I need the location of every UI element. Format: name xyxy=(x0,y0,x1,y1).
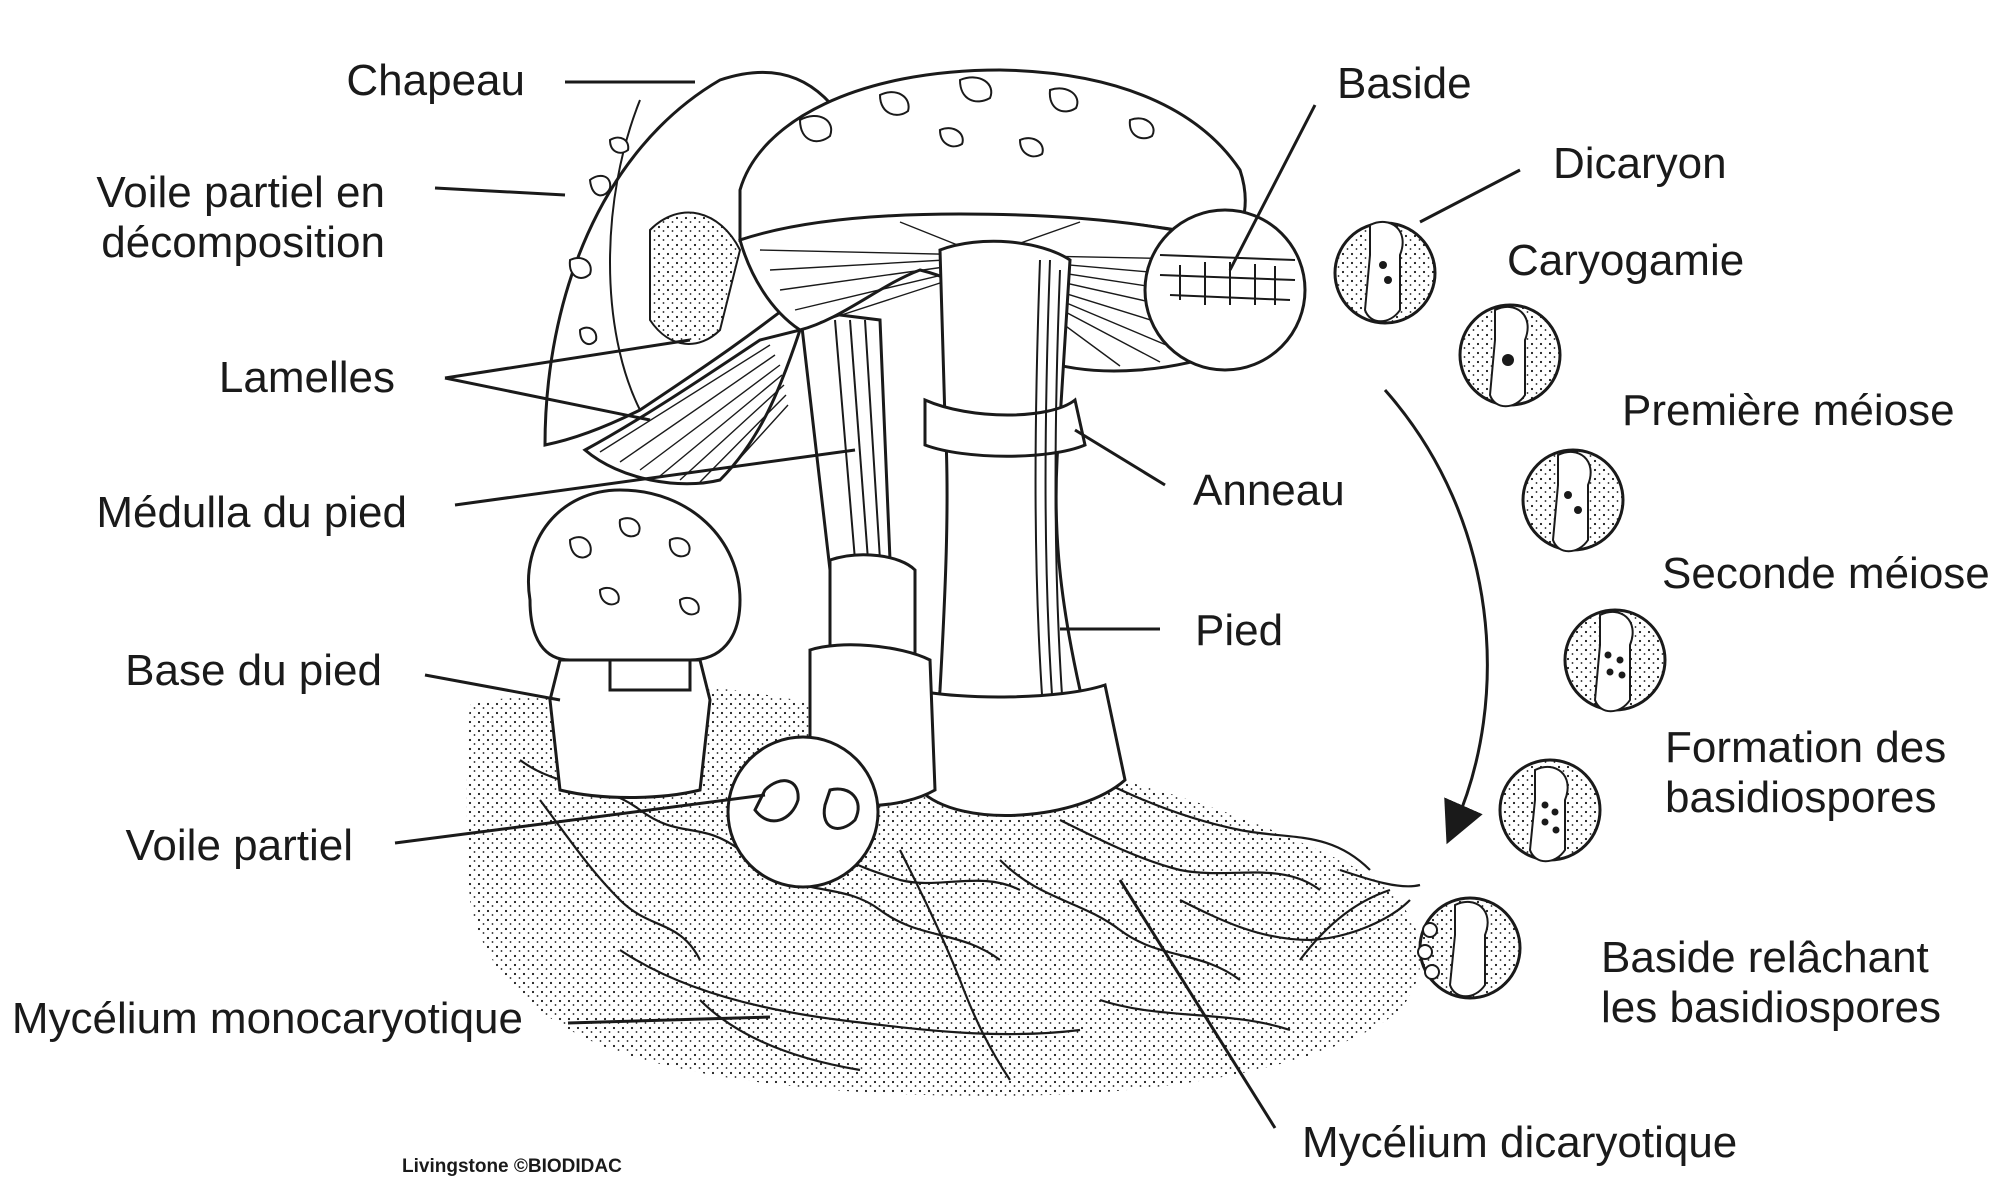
credit: Livingstone ©BIODIDAC xyxy=(402,1156,622,1177)
label-anneau: Anneau xyxy=(1193,466,1345,515)
left-gills xyxy=(599,344,789,483)
leader-lines xyxy=(394,80,1521,1129)
leader-dicaryon xyxy=(1419,168,1521,224)
label-voile-decomp-2: décomposition xyxy=(101,218,385,267)
leader-voile-decomp xyxy=(434,186,566,197)
leader-baside xyxy=(1228,104,1317,271)
label-mycelium-mono: Mycélium monocaryotique xyxy=(12,994,523,1043)
label-formation-2: basidiospores xyxy=(1665,773,1937,822)
label-lamelles: Lamelles xyxy=(219,353,395,402)
cell-premiere-meiose xyxy=(1521,448,1625,553)
partial-veil-inset xyxy=(726,735,880,889)
label-dicaryon: Dicaryon xyxy=(1553,139,1727,188)
label-baside: Baside xyxy=(1337,59,1472,108)
basidium-inset xyxy=(1143,208,1307,372)
cell-seconde-meiose xyxy=(1563,608,1667,713)
label-relachant-2: les basidiospores xyxy=(1601,983,1941,1032)
cell-dicaryon xyxy=(1333,220,1437,325)
cell-caryogamie xyxy=(1458,303,1562,408)
leader-lamelles-a xyxy=(444,338,691,380)
label-mycelium-di: Mycélium dicaryotique xyxy=(1302,1118,1737,1167)
label-voile-partiel: Voile partiel xyxy=(126,821,353,870)
label-premiere-meiose: Première méiose xyxy=(1622,386,1955,435)
labels: Chapeau Voile partiel en décomposition L… xyxy=(12,56,1990,1177)
label-chapeau: Chapeau xyxy=(346,56,525,105)
label-base-pied: Base du pied xyxy=(125,646,382,695)
leader-lamelles-b xyxy=(444,376,651,422)
label-relachant-1: Baside relâchant xyxy=(1601,933,1929,982)
leader-voile-partiel xyxy=(394,793,766,845)
young-button-mushroom xyxy=(527,488,742,799)
label-pied: Pied xyxy=(1195,606,1283,655)
cell-formation-basidiospores xyxy=(1498,758,1602,863)
leader-medulla xyxy=(454,448,856,507)
soil xyxy=(466,687,1421,1096)
label-medulla: Médulla du pied xyxy=(96,488,407,537)
label-seconde-meiose: Seconde méiose xyxy=(1662,549,1990,598)
cell-baside-relachant xyxy=(1417,896,1522,1000)
leader-mycelium-di xyxy=(1118,879,1277,1129)
leader-base-pied xyxy=(424,673,561,702)
leader-anneau xyxy=(1074,428,1166,487)
label-voile-decomp-1: Voile partiel en xyxy=(96,168,385,217)
leader-mycelium-mono xyxy=(567,1015,771,1025)
label-caryogamie: Caryogamie xyxy=(1507,236,1744,285)
cycle-arrow xyxy=(1383,389,1489,845)
mature-mushroom-main xyxy=(738,68,1253,817)
label-formation-1: Formation des xyxy=(1665,723,1946,772)
